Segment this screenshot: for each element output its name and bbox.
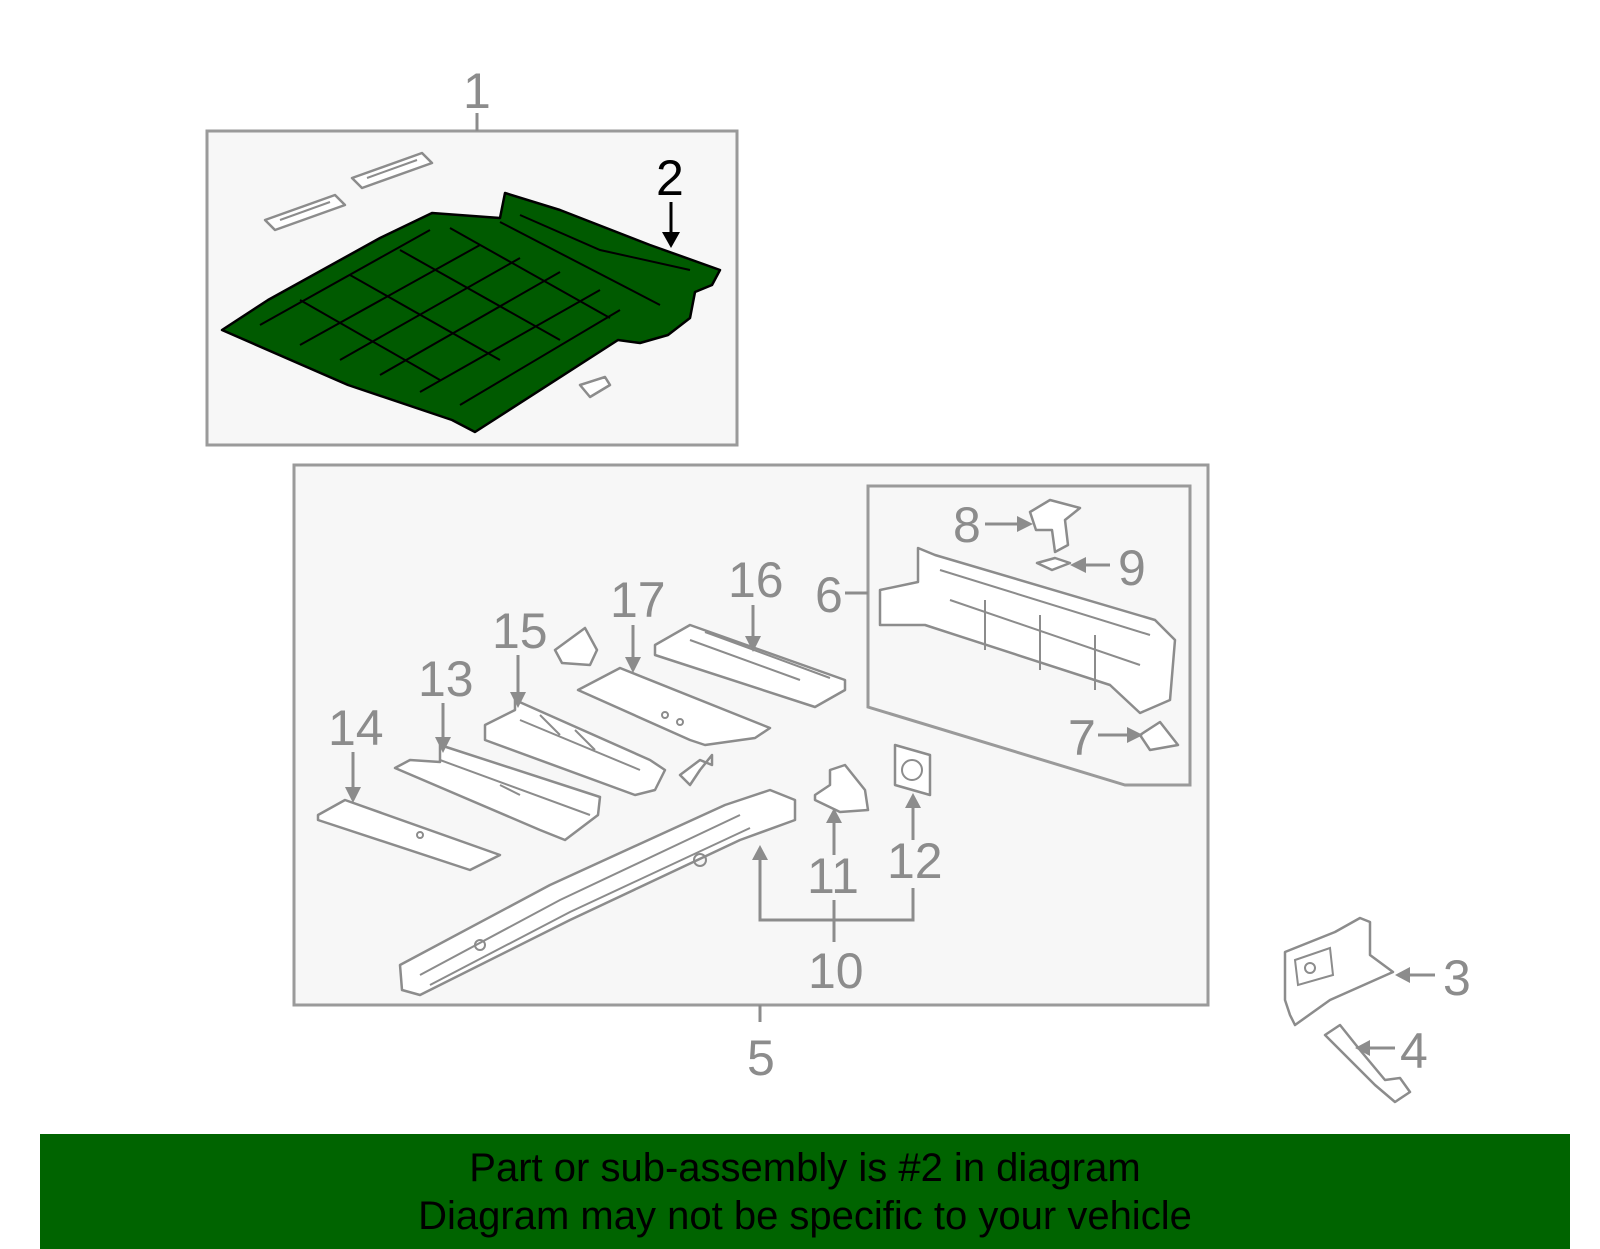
rear-floor-pan-highlighted[interactable] <box>220 191 722 434</box>
callout-3[interactable]: 3 <box>1443 950 1471 1006</box>
callout-2[interactable]: 2 <box>656 150 684 206</box>
callout-9[interactable]: 9 <box>1118 540 1146 596</box>
crossmember-15[interactable] <box>483 626 667 797</box>
callout-5[interactable]: 5 <box>747 1030 775 1086</box>
floor-panel-17[interactable] <box>576 666 772 747</box>
bracket-part-4[interactable] <box>1323 1023 1412 1104</box>
rear-rail-10[interactable] <box>398 788 797 997</box>
plug-parts <box>263 151 612 399</box>
bracket-part-11[interactable] <box>813 763 870 814</box>
callout-16[interactable]: 16 <box>728 552 784 608</box>
callout-11[interactable]: 11 <box>807 848 859 904</box>
bracket-part-17b[interactable] <box>678 753 714 787</box>
callout-13[interactable]: 13 <box>418 651 474 707</box>
plug-part-9[interactable] <box>1035 556 1072 572</box>
crossmember-13[interactable] <box>393 743 602 842</box>
callout-17[interactable]: 17 <box>610 572 666 628</box>
floor-reinforcement-16[interactable] <box>653 623 847 709</box>
floor-panel-14[interactable] <box>316 798 502 872</box>
callout-1[interactable]: 1 <box>463 63 491 119</box>
bracket-part-7[interactable] <box>1138 720 1180 752</box>
bracket-part-8[interactable] <box>1028 498 1082 554</box>
plate-part-12[interactable] <box>893 743 932 797</box>
callout-10[interactable]: 10 <box>808 943 864 999</box>
banner-line-2: Diagram may not be specific to your vehi… <box>418 1193 1192 1238</box>
rear-crossmember[interactable] <box>878 546 1177 715</box>
callout-8[interactable]: 8 <box>953 497 981 553</box>
callout-15[interactable]: 15 <box>492 603 548 659</box>
callout-7[interactable]: 7 <box>1068 710 1096 766</box>
callout-6[interactable]: 6 <box>815 567 843 623</box>
info-banner: Part or sub-assembly is #2 in diagram Di… <box>40 1134 1570 1249</box>
callout-14[interactable]: 14 <box>328 700 384 756</box>
banner-line-1: Part or sub-assembly is #2 in diagram <box>469 1145 1141 1190</box>
callout-12[interactable]: 12 <box>887 833 943 889</box>
callout-4[interactable]: 4 <box>1400 1023 1428 1079</box>
extension-part-3[interactable] <box>1283 916 1395 1027</box>
